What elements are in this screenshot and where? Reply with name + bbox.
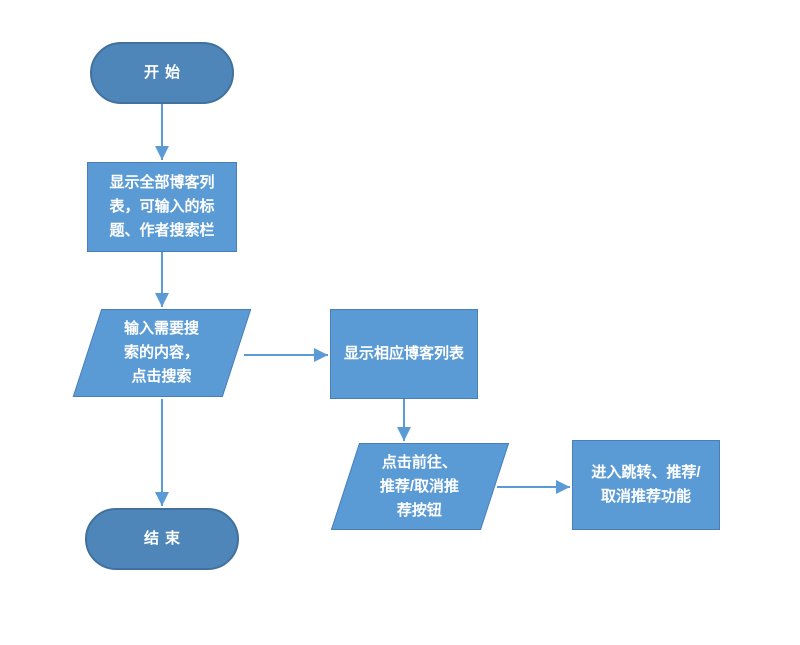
node-end-label: 结束 (143, 530, 186, 547)
node-show-all-blogs-label: 显示全部博客列 表，可输入的标 题、作者搜索栏 (109, 174, 215, 239)
node-click-buttons: 点击前往、 推荐/取消推 荐按钮 (330, 443, 510, 530)
node-click-buttons-label: 点击前往、 推荐/取消推 荐按钮 (380, 453, 460, 519)
node-end: 结束 (85, 508, 239, 570)
node-input-search-label: 输入需要搜 索的内容， 点击搜索 (124, 320, 200, 385)
node-start: 开始 (90, 42, 234, 104)
node-enter-functions-label: 进入跳转、推荐/ 取消推荐功能 (591, 464, 701, 505)
node-show-matching-blogs: 显示相应博客列表 (330, 309, 478, 399)
node-start-label: 开始 (143, 64, 186, 81)
node-show-matching-blogs-label: 显示相应博客列表 (343, 345, 464, 362)
node-input-search: 输入需要搜 索的内容， 点击搜索 (72, 309, 252, 397)
node-enter-functions: 进入跳转、推荐/ 取消推荐功能 (572, 440, 720, 530)
node-show-all-blogs: 显示全部博客列 表，可输入的标 题、作者搜索栏 (87, 162, 237, 252)
